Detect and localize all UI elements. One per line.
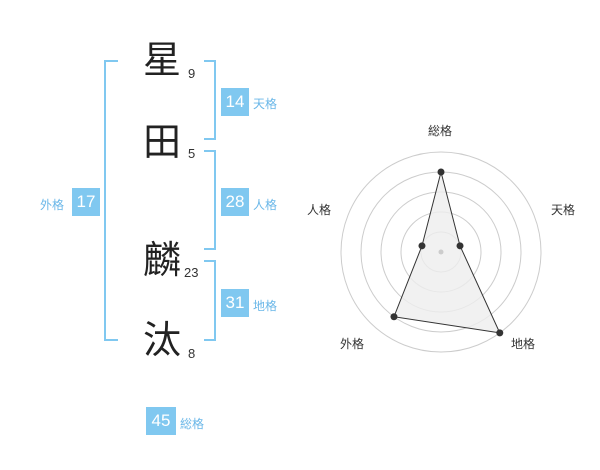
soukaku-label: 総格 [180, 417, 205, 431]
radar-point-4 [390, 313, 398, 321]
radar-point-2 [456, 242, 464, 250]
gaikaku-bracket [104, 60, 118, 341]
gaikaku-badge: 17 [72, 188, 100, 216]
name-char-2: 田 [143, 120, 182, 164]
stroke-count-4: 8 [188, 346, 196, 361]
tenkaku-badge: 14 [221, 88, 249, 116]
radar-label-right: 天格 [551, 203, 576, 217]
name-char-1: 星 [143, 38, 182, 82]
gaikaku-label: 外格 [40, 198, 65, 212]
stroke-count-3: 23 [184, 265, 199, 280]
name-char-4: 汰 [143, 318, 182, 362]
radar-label-top: 総格 [428, 124, 453, 138]
radar-label-bottom-right: 地格 [511, 337, 536, 351]
radar-point-3 [496, 329, 504, 337]
radar-value-polygon [393, 171, 501, 334]
jinkaku-badge: 28 [221, 188, 249, 216]
tenkaku-label: 天格 [253, 97, 278, 111]
radar-center-dot [438, 249, 444, 255]
radar-point-5 [418, 242, 426, 250]
name-char-3: 麟 [143, 238, 182, 282]
chikaku-badge: 31 [221, 289, 249, 317]
stroke-count-1: 9 [188, 66, 196, 81]
radar-grid-ring [340, 151, 542, 353]
jinkaku-label: 人格 [253, 198, 278, 212]
chikaku-label: 地格 [253, 299, 278, 313]
stroke-count-2: 5 [188, 146, 196, 161]
tenkaku-bracket [204, 60, 216, 140]
radar-label-bottom-left: 外格 [340, 337, 365, 351]
chikaku-bracket [204, 260, 216, 341]
radar-point-1 [437, 168, 445, 176]
radar-label-left: 人格 [307, 203, 332, 217]
jinkaku-bracket [204, 150, 216, 250]
soukaku-badge: 45 [146, 407, 176, 435]
